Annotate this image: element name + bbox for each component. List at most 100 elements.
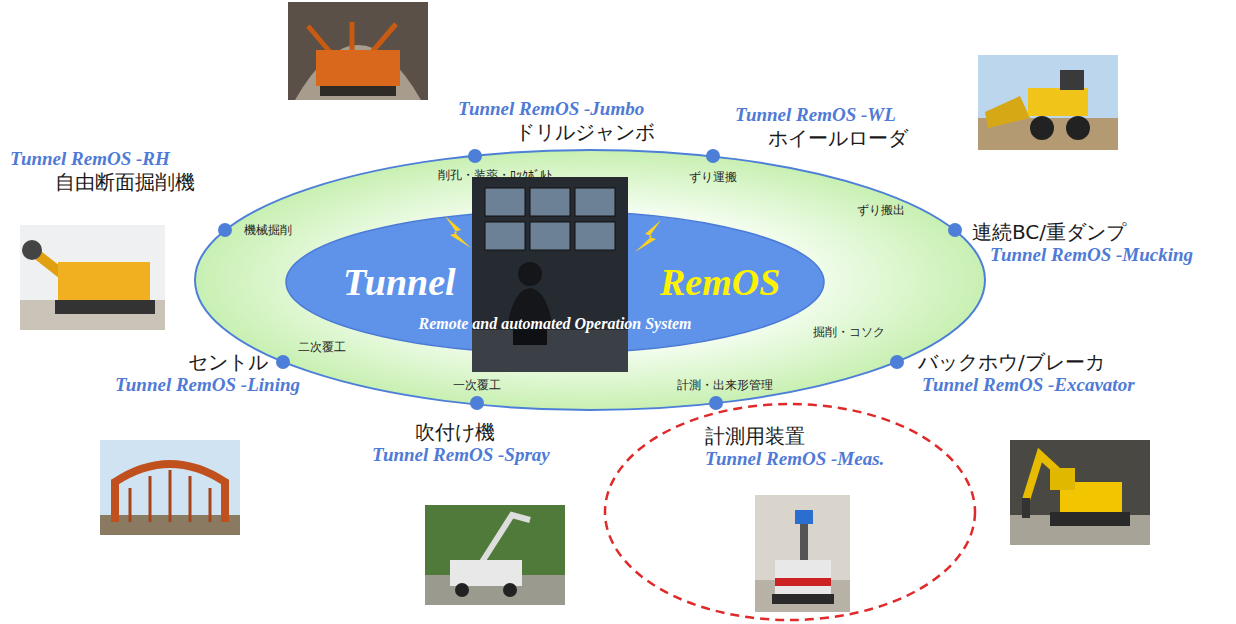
loader-bucket <box>985 96 1030 128</box>
machine-name: 計測用装置 <box>705 424 884 448</box>
process-dots <box>218 149 962 410</box>
machine-wheel <box>503 583 517 597</box>
photo-ground <box>20 300 165 330</box>
system-core-ellipse: Tunnel RemOS Remote and automated Operatio… <box>285 210 825 354</box>
process-label: 二次覆工 <box>298 340 346 354</box>
process-dot <box>468 149 482 163</box>
module-name: Tunnel RemOS -Jumbo <box>458 98 655 120</box>
process-cycle-ellipse <box>195 150 985 410</box>
system-subtitle: Remote and automated Operation System <box>419 314 692 333</box>
process-dot <box>706 149 720 163</box>
machine-body <box>450 560 522 586</box>
machine-group: セントルTunnel RemOS -Lining <box>115 350 300 396</box>
machine-wheel <box>1030 116 1054 140</box>
machine-body <box>1028 88 1088 116</box>
machine-name: セントル <box>115 350 268 374</box>
photo-trees <box>425 505 565 605</box>
lightning-bolt <box>635 220 661 252</box>
lining-arch <box>115 464 225 522</box>
machine-body <box>58 262 150 302</box>
monitor-screen <box>575 188 615 216</box>
photo-measuring-robot <box>755 495 850 612</box>
process-dot <box>276 355 290 369</box>
machine-cab <box>1060 70 1084 90</box>
machine-wheel <box>455 583 469 597</box>
system-title-word: Tunnel <box>343 261 456 303</box>
module-name: Tunnel RemOS -RH <box>10 148 195 170</box>
photo-background <box>472 177 628 372</box>
robot-stripe <box>775 578 831 586</box>
process-label: ずり運搬 <box>689 170 737 184</box>
process-dot <box>948 223 962 237</box>
machine-name: 連続BC/重ダンプ <box>972 220 1193 244</box>
machine-name: ドリルジャンボ <box>515 120 655 144</box>
photo-excavator-breaker <box>1010 440 1150 545</box>
machine-group: 吹付け機Tunnel RemOS -Spray <box>372 420 550 466</box>
photo-sky <box>20 225 165 330</box>
machine-group: Tunnel RemOS -Jumboドリルジャンボ <box>458 98 655 144</box>
cutter-head <box>22 240 42 260</box>
process-label: ずり搬出 <box>857 203 905 217</box>
photo-operator-room <box>472 177 628 372</box>
photo-sky <box>978 55 1118 150</box>
machine-wheels <box>320 86 396 96</box>
operator-desk <box>472 330 628 372</box>
process-dot <box>470 396 484 410</box>
process-dot <box>218 223 232 237</box>
monitor-screen <box>485 222 525 250</box>
lightning-bolt <box>445 216 471 248</box>
system-title-word: RemOS <box>660 261 780 303</box>
highlight-dashed-circle <box>605 404 975 620</box>
photo-background <box>755 495 850 612</box>
monitor-screen <box>530 188 570 216</box>
tunnel-arch <box>295 45 421 100</box>
photo-sky <box>100 440 240 535</box>
photo-drill-jumbo <box>288 2 428 100</box>
monitor-screen <box>530 222 570 250</box>
machine-tracks <box>55 300 155 314</box>
process-dot <box>890 355 904 369</box>
module-name: Tunnel RemOS -Mucking <box>990 244 1193 266</box>
photo-roadheader <box>20 225 165 330</box>
process-label: 削孔・装薬・ﾛｯｸﾎﾞﾙﾄ <box>438 168 552 182</box>
machine-name: バックホウ/ブレーカ <box>918 350 1135 374</box>
spray-boom <box>482 515 530 562</box>
machine-cab <box>1050 468 1075 490</box>
module-name: Tunnel RemOS -Excavator <box>922 374 1135 396</box>
module-name: Tunnel RemOS -Spray <box>372 444 550 466</box>
robot-tracks <box>772 594 834 604</box>
monitor-screen <box>575 222 615 250</box>
machine-group: 連続BC/重ダンプTunnel RemOS -Mucking <box>972 220 1193 266</box>
photo-spraying-machine <box>425 505 565 605</box>
process-label: 一次覆工 <box>453 378 501 392</box>
machine-name: 自由断面掘削機 <box>55 170 195 194</box>
machine-body <box>316 50 400 86</box>
breaker-tool <box>1022 498 1030 518</box>
machine-group: 計測用装置Tunnel RemOS -Meas. <box>705 424 884 470</box>
sensor-head <box>795 510 813 524</box>
machine-group: Tunnel RemOS -WLホイールローダ <box>735 104 908 150</box>
module-name: Tunnel RemOS -WL <box>735 104 908 126</box>
process-label: 掘削・コソク <box>813 325 885 339</box>
machine-wheel <box>1066 116 1090 140</box>
operator-head <box>518 262 542 286</box>
drill-boom <box>308 22 396 52</box>
monitor-screen <box>485 188 525 216</box>
lining-frame <box>130 470 210 522</box>
machine-name: 吹付け機 <box>415 420 550 444</box>
process-label: 計測・出来形管理 <box>677 378 773 392</box>
photo-lining-form <box>100 440 240 535</box>
photo-tunnel <box>1010 440 1150 545</box>
robot-body <box>775 560 831 596</box>
machine-group: バックホウ/ブレーカTunnel RemOS -Excavator <box>918 350 1135 396</box>
process-dot <box>709 396 723 410</box>
photo-ground <box>288 2 428 100</box>
module-name: Tunnel RemOS -Meas. <box>705 448 884 470</box>
machine-tracks <box>1050 512 1130 526</box>
sensor-mast <box>800 522 808 562</box>
machine-name: ホイールローダ <box>768 126 908 150</box>
machine-group: Tunnel RemOS -RH自由断面掘削機 <box>10 148 195 194</box>
photo-wheel-loader <box>978 55 1118 150</box>
module-name: Tunnel RemOS -Lining <box>115 374 300 396</box>
process-label: 機械掘削 <box>244 223 292 237</box>
